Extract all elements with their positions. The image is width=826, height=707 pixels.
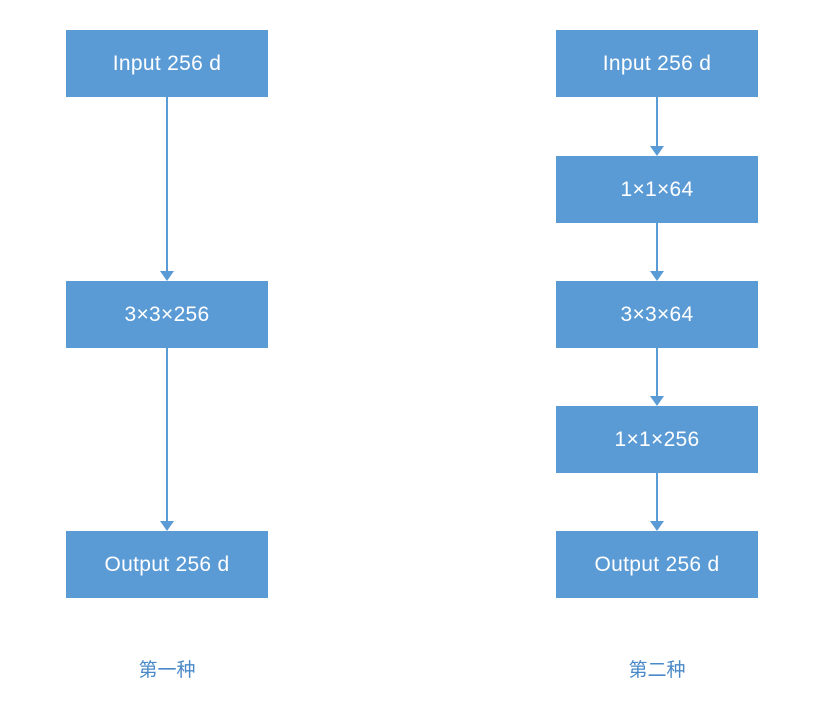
node-input-left: Input 256 d	[66, 30, 268, 97]
node-conv3x3x256: 3×3×256	[66, 281, 268, 348]
arrowhead-icon	[160, 271, 174, 281]
arrow-down-icon	[160, 97, 174, 281]
arrowhead-icon	[650, 521, 664, 531]
arrowhead-icon	[650, 271, 664, 281]
arrow-down-icon	[650, 348, 664, 406]
arrow-line	[166, 97, 168, 273]
arrow-down-icon	[650, 473, 664, 531]
caption-first-type: 第一种	[138, 660, 196, 681]
node-conv1x1x64: 1×1×64	[556, 156, 758, 223]
node-conv1x1x256: 1×1×256	[556, 406, 758, 473]
arrow-down-icon	[650, 223, 664, 281]
arrow-line	[656, 473, 658, 523]
node-output-left: Output 256 d	[66, 531, 268, 598]
arrowhead-icon	[160, 521, 174, 531]
caption-second-type: 第二种	[628, 660, 686, 681]
arrow-line	[166, 348, 168, 523]
arrow-down-icon	[650, 97, 664, 156]
arrow-line	[656, 97, 658, 148]
arrowhead-icon	[650, 146, 664, 156]
arrow-line	[656, 223, 658, 273]
arrow-down-icon	[160, 348, 174, 531]
node-input-right: Input 256 d	[556, 30, 758, 97]
node-conv3x3x64: 3×3×64	[556, 281, 758, 348]
arrowhead-icon	[650, 396, 664, 406]
arrow-line	[656, 348, 658, 398]
node-output-right: Output 256 d	[556, 531, 758, 598]
